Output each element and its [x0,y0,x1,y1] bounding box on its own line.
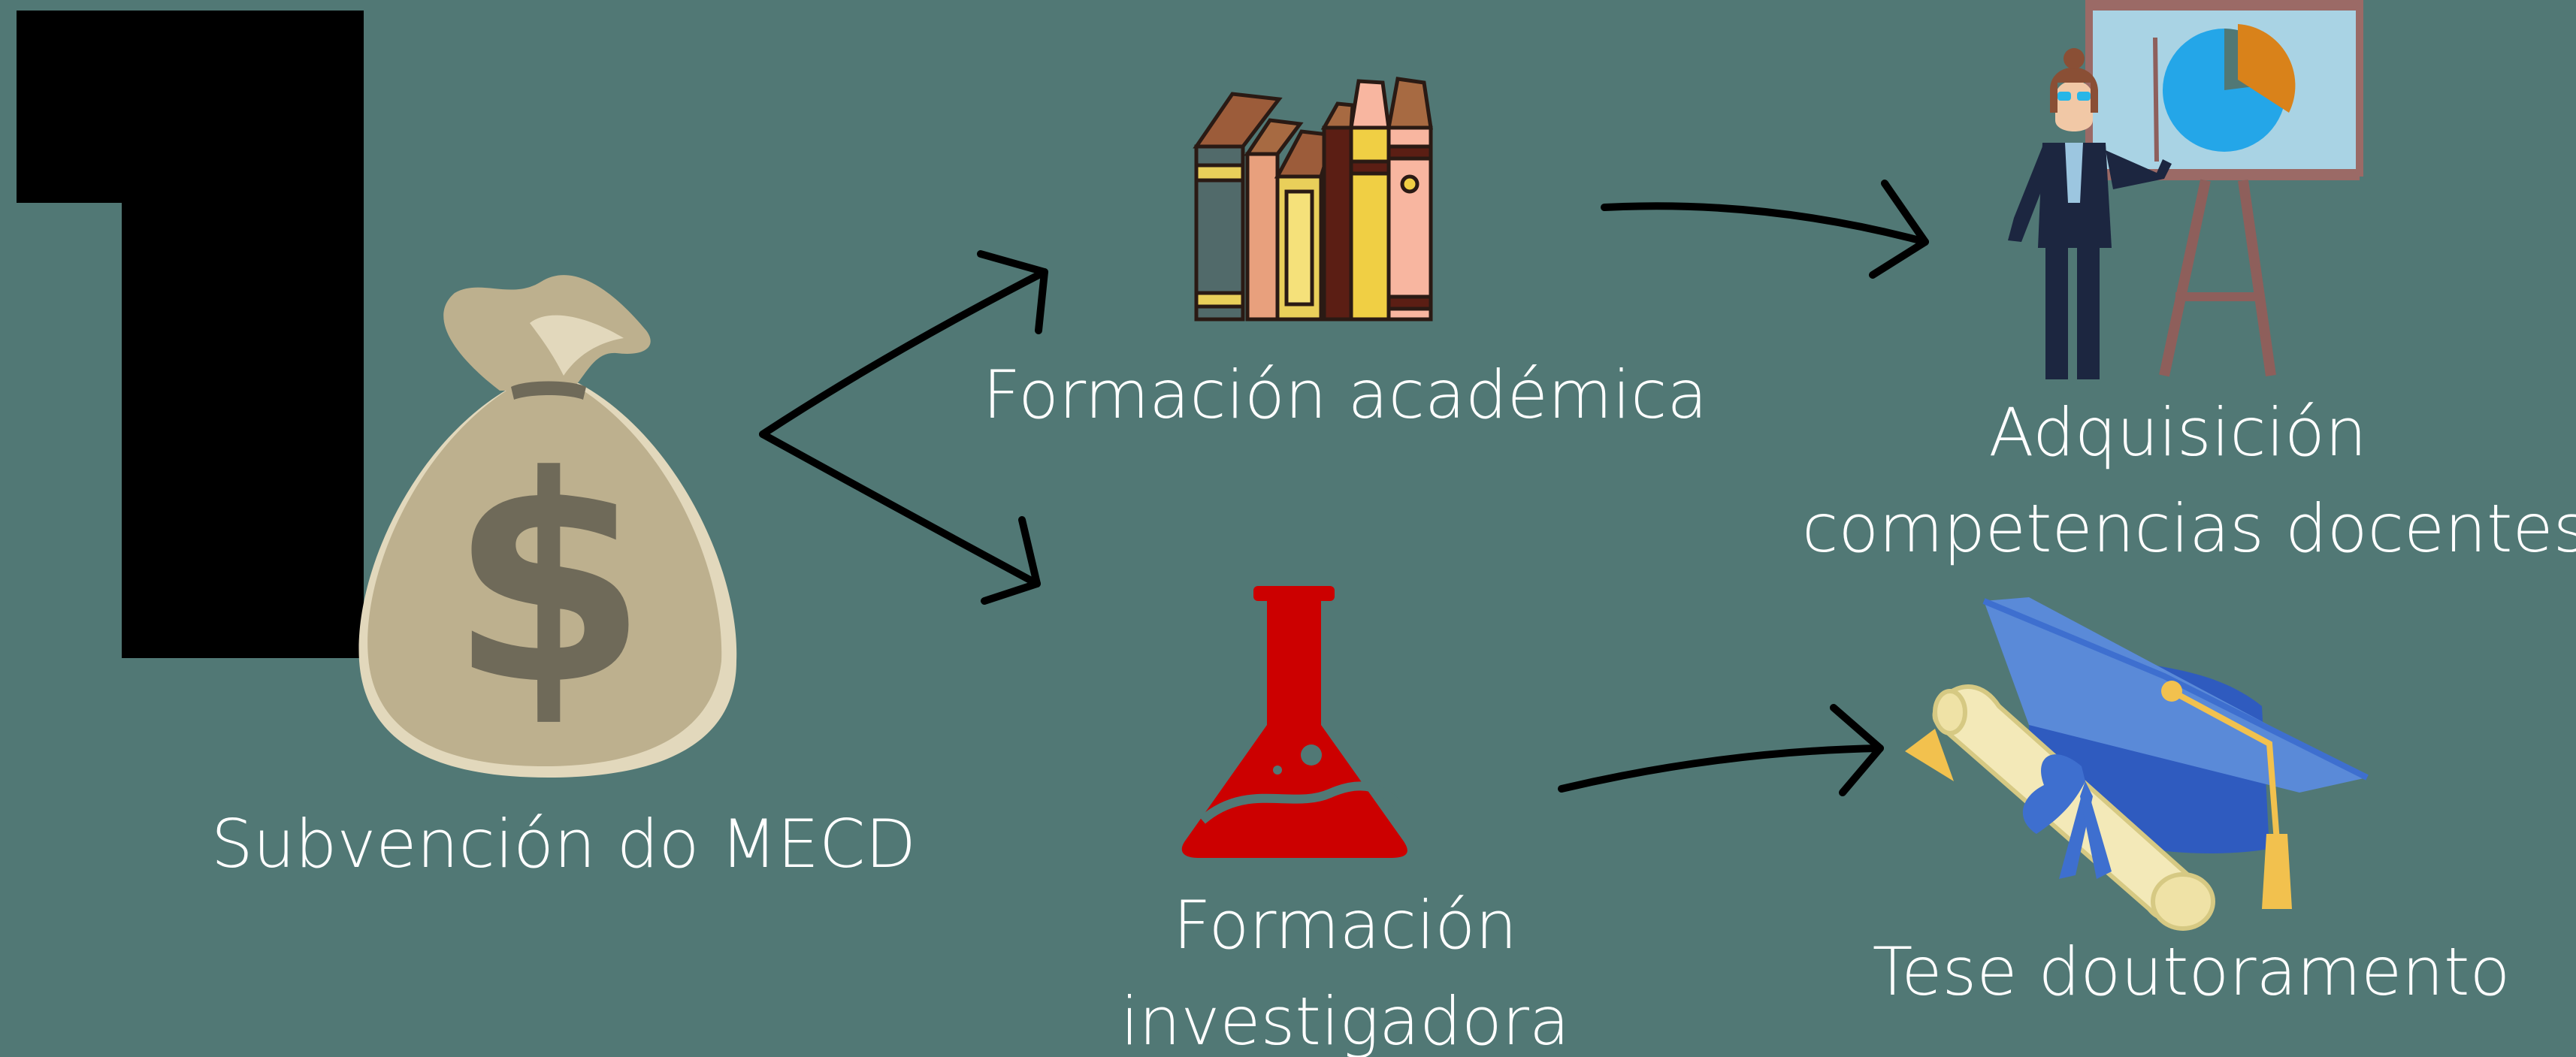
flask-icon [1181,586,1407,858]
books-icon [1193,77,1433,322]
arrows [759,180,1929,796]
money-bag-icon: $ [358,275,737,778]
teacher-presentation-icon [2008,0,2363,379]
arrow-subsidy-to-academic [759,250,1048,438]
research-label: Formación investigadora [1120,886,1570,1057]
svg-text:$: $ [449,415,648,747]
arrow-research-to-thesis [1558,704,1884,796]
arrow-academic-to-teaching [1601,180,1929,279]
step-number-shape [17,11,364,658]
thesis-label: Tese doutoramento [1872,933,2511,1010]
graduation-cap-diploma-icon [1905,597,2369,931]
academic-label: Formación académica [982,356,1708,433]
subsidy-label: Subvención do MECD [210,805,917,883]
arrow-subsidy-to-research [759,430,1041,605]
teaching-label: Adquisición competencias docentes [1802,394,2576,567]
